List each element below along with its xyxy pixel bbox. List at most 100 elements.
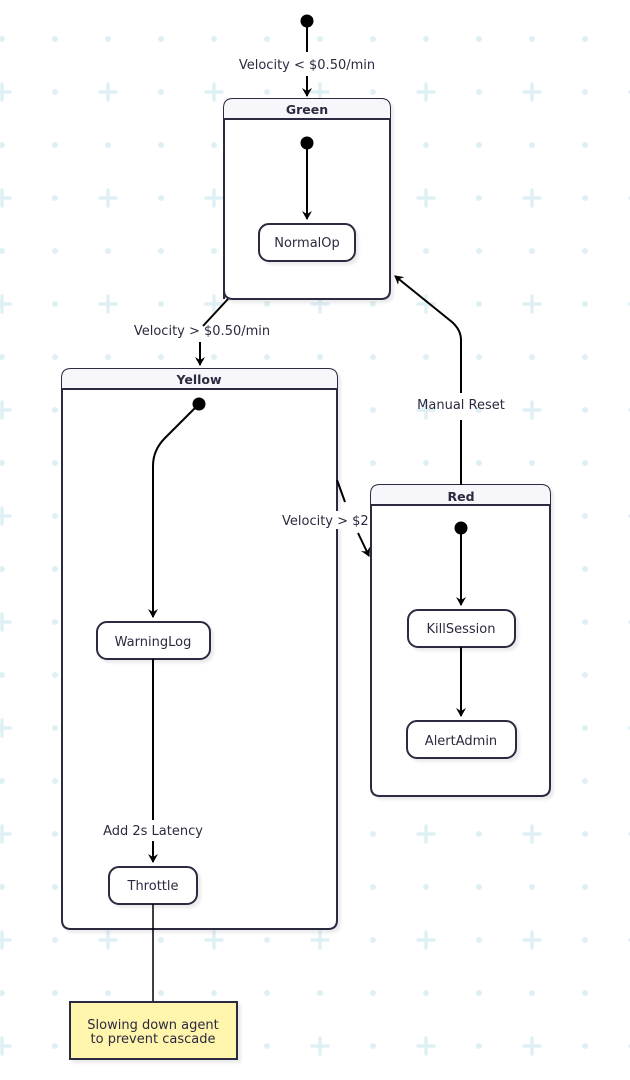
grid-dot [529, 884, 535, 890]
label-green-to-yellow: Velocity > $0.50/min [134, 324, 270, 339]
grid-dot [582, 195, 588, 201]
grid-dot [370, 831, 376, 837]
grid-plus-mark [522, 824, 542, 844]
grid-dot [158, 937, 164, 943]
grid-plus-mark [522, 188, 542, 208]
grid-dot [52, 195, 58, 201]
grid-dot [582, 513, 588, 519]
state-normalop[interactable] [258, 223, 356, 262]
state-alertadmin-label: AlertAdmin [425, 734, 497, 749]
grid-plus-mark [416, 400, 436, 420]
grid-dot [529, 354, 535, 360]
grid-dot [52, 619, 58, 625]
note[interactable] [69, 1001, 238, 1060]
grid-dot [370, 89, 376, 95]
grid-plus-mark [416, 824, 436, 844]
grid-dot [105, 354, 111, 360]
grid-plus-mark [0, 82, 12, 102]
grid-dot [476, 1043, 482, 1049]
label-start-to-green: Velocity < $0.50/min [239, 58, 375, 73]
grid-dot [529, 142, 535, 148]
grid-dot [105, 142, 111, 148]
grid-dot [52, 248, 58, 254]
grid-dot [264, 354, 270, 360]
state-alertadmin[interactable] [406, 720, 517, 759]
grid-dot [0, 36, 5, 42]
grid-dot [211, 248, 217, 254]
grid-dot [476, 460, 482, 466]
grid-plus-mark [522, 294, 542, 314]
label-clip-mask [372, 506, 402, 534]
edge-yellow-to-red-upper [336, 479, 346, 503]
grid-dot [264, 1043, 270, 1049]
grid-plus-mark [310, 82, 330, 102]
grid-dot [317, 990, 323, 996]
grid-dot [211, 36, 217, 42]
grid-plus-mark [0, 506, 12, 526]
grid-plus-mark [0, 930, 12, 950]
edge-red-to-green[interactable] [394, 275, 462, 393]
grid-dot [423, 460, 429, 466]
grid-dot [158, 142, 164, 148]
grid-dot [529, 248, 535, 254]
grid-plus-mark [310, 1036, 330, 1056]
grid-dot [52, 831, 58, 837]
grid-dot [158, 195, 164, 201]
edge-yellow-init-to-warninglog[interactable] [148, 407, 196, 618]
grid-dot [582, 831, 588, 837]
grid-dot [582, 990, 588, 996]
grid-plus-mark [0, 612, 12, 632]
grid-dot [211, 354, 217, 360]
grid-dot [370, 301, 376, 307]
grid-plus-mark [98, 930, 118, 950]
grid-dot [476, 884, 482, 890]
composite-green-title: Green [286, 102, 328, 117]
initial-state-yellow [192, 397, 206, 411]
grid-dot [105, 248, 111, 254]
grid-dot [423, 36, 429, 42]
grid-dot [158, 354, 164, 360]
grid-plus-mark [522, 82, 542, 102]
grid-plus-mark [522, 1036, 542, 1056]
grid-plus-mark [98, 188, 118, 208]
grid-dot [158, 36, 164, 42]
initial-state-red [454, 521, 468, 535]
edge-yellow-to-red[interactable] [357, 532, 371, 557]
grid-dot [529, 460, 535, 466]
grid-dot [264, 36, 270, 42]
grid-dot [0, 460, 5, 466]
label-red-to-green: Manual Reset [417, 398, 505, 413]
grid-plus-mark [204, 188, 224, 208]
grid-dot [582, 301, 588, 307]
grid-dot [158, 248, 164, 254]
grid-dot [52, 990, 58, 996]
grid-dot [52, 354, 58, 360]
grid-dot [158, 301, 164, 307]
grid-dot [52, 725, 58, 731]
grid-dot [582, 884, 588, 890]
grid-dot [476, 248, 482, 254]
grid-dot [529, 990, 535, 996]
grid-dot [264, 89, 270, 95]
note-line-1: Slowing down agent [87, 1018, 218, 1033]
grid-dot [582, 460, 588, 466]
grid-dot [582, 566, 588, 572]
grid-plus-mark [416, 82, 436, 102]
grid-dot [0, 566, 5, 572]
grid-dot [52, 566, 58, 572]
grid-dot [52, 142, 58, 148]
grid-dot [52, 513, 58, 519]
grid-dot [582, 725, 588, 731]
grid-plus-mark [98, 82, 118, 102]
grid-dot [529, 36, 535, 42]
grid-plus-mark [416, 1036, 436, 1056]
grid-plus-mark [0, 294, 12, 314]
grid-dot [476, 937, 482, 943]
grid-plus-mark [416, 930, 436, 950]
label-yellow-to-red-bg [281, 511, 371, 529]
initial-state-green [300, 136, 314, 150]
grid-plus-mark [0, 1036, 12, 1056]
grid-dot [52, 778, 58, 784]
grid-dot [105, 990, 111, 996]
